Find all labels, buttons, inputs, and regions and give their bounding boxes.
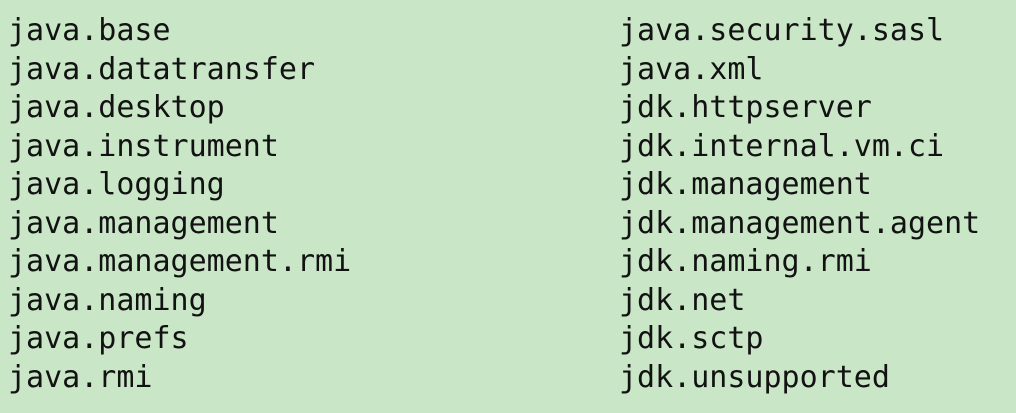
module-item: jdk.unsupported (619, 359, 890, 395)
module-item: jdk.net (619, 282, 746, 318)
module-item: java.xml (619, 51, 764, 87)
module-item: jdk.management (619, 167, 872, 202)
module-item: java.prefs (8, 321, 189, 356)
module-item: java.security.sasl (619, 13, 945, 48)
module-item: jdk.sctp (619, 321, 764, 356)
module-item: jdk.internal.vm.ci (619, 128, 945, 164)
module-item: jdk.httpserver (619, 90, 872, 125)
module-item: jdk.naming.rmi (619, 244, 872, 279)
module-item: java.base (8, 13, 171, 48)
module-item: java.desktop (8, 90, 225, 125)
module-item: java.logging (8, 167, 225, 202)
module-column-right: java.security.sasl java.xml jdk.httpserv… (619, 12, 980, 397)
module-column-left: java.base java.datatransfer java.desktop… (8, 12, 351, 397)
module-item: java.rmi (8, 359, 153, 395)
module-item: java.management (8, 205, 279, 241)
module-item: java.naming (8, 282, 207, 318)
module-item: java.instrument (8, 128, 279, 164)
module-item: jdk.management.agent (619, 205, 981, 241)
module-item: java.datatransfer (8, 51, 316, 87)
module-item: java.management.rmi (8, 244, 352, 279)
